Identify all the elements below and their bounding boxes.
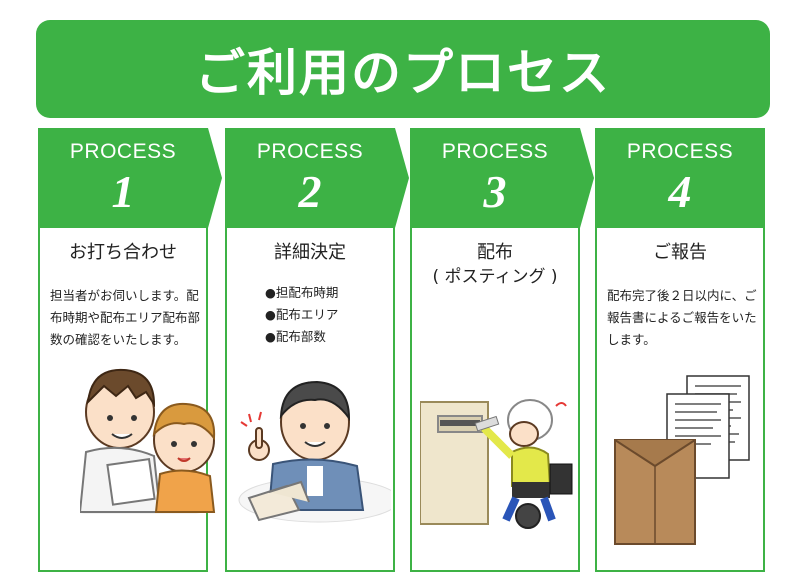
process-label: PROCESS	[69, 140, 177, 163]
process-step-2: PROCESS 2 詳細決定 ●担配布時期 ●配布エリア ●配布部数	[225, 128, 409, 572]
step-header: PROCESS 4	[595, 128, 765, 228]
meeting-illustration	[80, 368, 216, 514]
list-item: ●配布エリア	[265, 307, 339, 322]
step-title: 詳細決定	[274, 242, 346, 263]
process-number: 1	[111, 166, 135, 217]
process-number: 4	[668, 166, 692, 217]
process-label: PROCESS	[626, 140, 734, 163]
step-description: 担当者がお伺いします。配布時期や配布エリア配布部数の確認をいたします。	[50, 288, 201, 347]
process-step-4: PROCESS 4 ご報告 配布完了後２日以内に、ご報告書によるご報告をいたしま…	[595, 128, 765, 572]
step-header: PROCESS 3	[410, 128, 594, 228]
process-number: 2	[298, 166, 322, 217]
arrow-shape	[208, 128, 222, 228]
process-step-1: PROCESS 1 お打ち合わせ 担当者がお伺いします。配布時期や配布エリア配布…	[38, 128, 222, 572]
header-banner: ご利用のプロセス	[36, 20, 770, 118]
posting-illustration	[420, 399, 573, 529]
process-label: PROCESS	[256, 140, 364, 163]
staff-illustration	[238, 380, 391, 523]
step-title: 配布	[477, 242, 513, 263]
step-subtitle: ( ポスティング )	[432, 267, 558, 287]
step-description: 配布完了後２日以内に、ご報告書によるご報告をいたします。	[607, 288, 757, 347]
step-header: PROCESS 2	[225, 128, 409, 228]
process-step-3: PROCESS 3 配布 ( ポスティング )	[410, 128, 594, 572]
list-item: ●担配布時期	[265, 285, 339, 300]
arrow-shape	[580, 128, 594, 228]
detail-list: ●担配布時期 ●配布エリア ●配布部数	[265, 282, 385, 348]
step-title: ご報告	[653, 242, 707, 263]
page-title: ご利用のプロセス	[195, 44, 611, 102]
list-item: ●配布部数	[265, 329, 326, 344]
report-documents-illustration	[614, 375, 750, 545]
arrow-shape	[395, 128, 409, 228]
process-label: PROCESS	[441, 140, 549, 163]
process-number: 3	[483, 166, 507, 217]
step-header: PROCESS 1	[38, 128, 222, 228]
step-title: お打ち合わせ	[69, 242, 177, 263]
